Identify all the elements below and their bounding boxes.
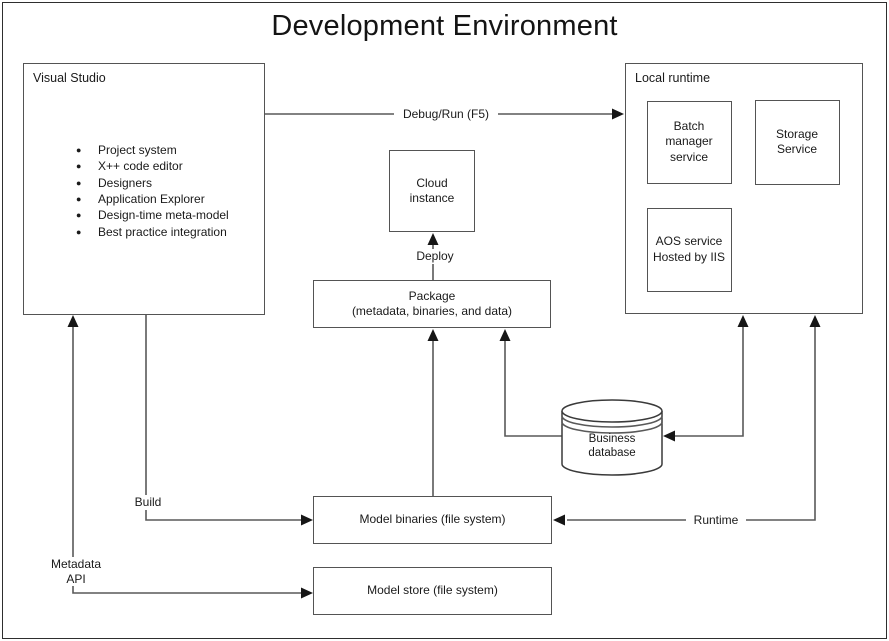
model-binaries-box: Model binaries (file system)	[313, 496, 552, 544]
edge-label-build: Build	[124, 495, 172, 510]
batch-manager-service-box: Batch manager service	[646, 100, 732, 184]
package-box: Package (metadata, binaries, and data)	[313, 280, 551, 328]
arrow-database-to-package-line	[504, 341, 562, 437]
arrowhead-into-local-runtime-bottom-right	[809, 315, 821, 327]
arrow-build-line	[145, 315, 301, 521]
bullet-icon: ●	[76, 145, 82, 156]
visual-studio-box: Visual Studio ●Project system ●X++ code …	[23, 63, 265, 315]
edge-label-runtime: Runtime	[686, 513, 746, 528]
model-store-box: Model store (file system)	[313, 567, 552, 615]
visual-studio-label: Visual Studio	[33, 71, 106, 85]
list-item: ●Best practice integration	[76, 224, 227, 239]
arrowhead-into-package-right	[499, 329, 511, 341]
bullet-icon: ●	[76, 210, 82, 221]
edge-label-deploy: Deploy	[407, 249, 463, 264]
arrowhead-into-local-runtime-left	[612, 108, 624, 120]
arrow-runtime-database-line	[668, 327, 744, 437]
edge-label-debug-run: Debug/Run (F5)	[394, 107, 498, 122]
bullet-icon: ●	[76, 194, 82, 205]
visual-studio-feature-list: ●Project system ●X++ code editor ●Design…	[24, 142, 229, 240]
arrow-metadata-api-line	[72, 327, 301, 594]
bullet-icon: ●	[76, 177, 82, 188]
arrowhead-into-cloud-instance	[427, 233, 439, 245]
edge-label-metadata-api: Metadata API	[43, 557, 109, 586]
arrowhead-into-local-runtime-bottom-left	[737, 315, 749, 327]
list-item: ●Design-time meta-model	[76, 208, 229, 223]
page-title: Development Environment	[271, 10, 618, 42]
bullet-icon: ●	[76, 226, 82, 237]
arrow-runtime-line	[567, 327, 816, 521]
arrowhead-into-model-store-left	[301, 587, 313, 599]
arrowhead-into-model-binaries-right	[553, 514, 565, 526]
arrowhead-into-business-database	[663, 430, 675, 442]
list-item: ●Application Explorer	[76, 192, 205, 207]
arrowhead-into-model-binaries-left	[301, 514, 313, 526]
local-runtime-box: Local runtime Batch manager service Stor…	[625, 63, 863, 314]
arrowhead-into-visual-studio-bottom	[67, 315, 79, 327]
list-item: ●Designers	[76, 175, 153, 190]
business-database-cylinder-ring-1	[561, 415, 663, 428]
local-runtime-label: Local runtime	[635, 71, 711, 85]
aos-service-box: AOS service Hosted by IIS	[646, 207, 732, 292]
list-item: ●X++ code editor	[76, 159, 183, 174]
business-database-label: Business database	[588, 433, 636, 459]
bullet-icon: ●	[76, 161, 82, 172]
list-item: ●Project system	[76, 143, 177, 158]
storage-service-box: Storage Service	[754, 99, 840, 185]
cloud-instance-box: Cloud instance	[389, 150, 475, 232]
business-database-cylinder-top	[561, 399, 663, 423]
arrowhead-into-package-left	[427, 329, 439, 341]
